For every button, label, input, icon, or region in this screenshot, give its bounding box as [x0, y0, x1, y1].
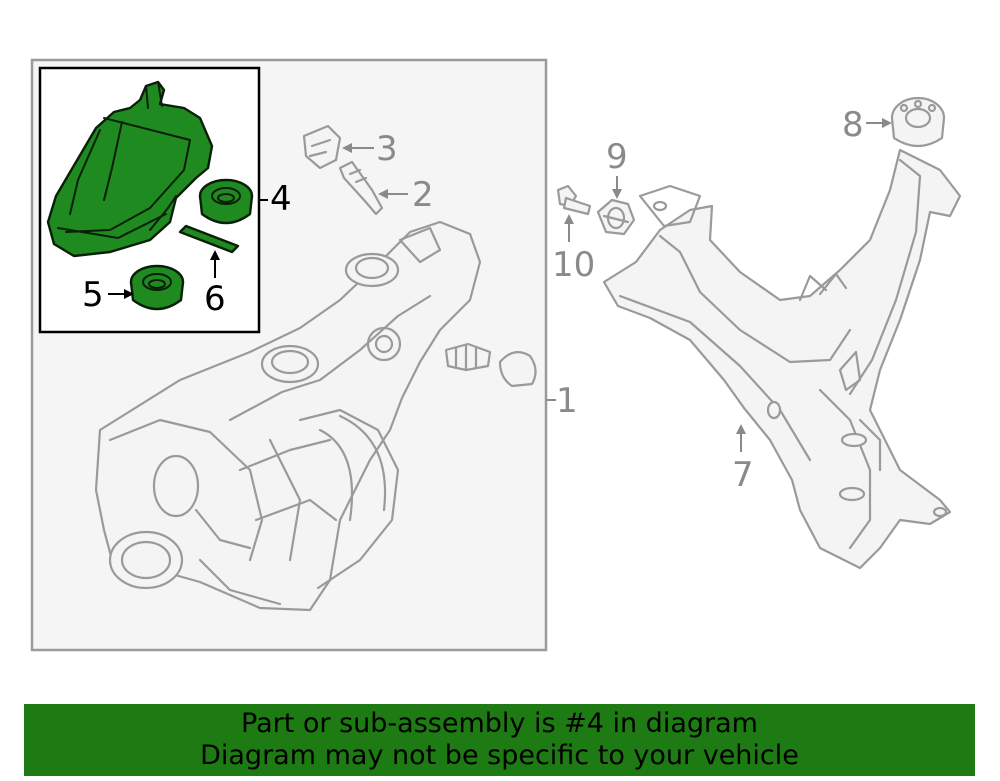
arrow-7: [736, 424, 746, 434]
bolt-part-10[interactable]: [556, 184, 592, 216]
fitting-part-3[interactable]: [302, 124, 342, 170]
arrow-5: [124, 289, 134, 299]
pin-part-6[interactable]: [178, 224, 240, 254]
arrow-9: [612, 189, 622, 199]
reservoir-part[interactable]: [46, 80, 214, 258]
nut-part-9[interactable]: [596, 198, 636, 236]
banner-line-1: Part or sub-assembly is #4 in diagram: [241, 708, 758, 739]
callout-10: 10: [552, 245, 595, 285]
valve-fitting-mid: [444, 342, 537, 388]
arrow-10: [564, 214, 574, 224]
callout-2: 2: [412, 175, 434, 215]
arrow-2: [378, 189, 388, 199]
callout-1: 1: [556, 381, 578, 421]
valve-part-2[interactable]: [338, 160, 384, 216]
grommet-part-4a[interactable]: [198, 178, 254, 225]
callout-8: 8: [842, 105, 864, 145]
steering-gear-housing: [94, 220, 482, 612]
banner-line-2: Diagram may not be specific to your vehi…: [200, 740, 799, 771]
callout-6: 6: [204, 279, 226, 319]
callout-9: 9: [606, 137, 628, 177]
callout-7: 7: [732, 455, 754, 495]
arrow-8: [882, 118, 892, 128]
callout-5: 5: [82, 275, 104, 315]
parts-diagram: 1 2 3 4 5 6 7 8 9 10: [30, 58, 962, 652]
arrow-6: [210, 250, 220, 260]
arrow-3: [342, 143, 352, 153]
callout-3: 3: [376, 129, 398, 169]
bracket-part-7[interactable]: [602, 148, 962, 570]
callout-4: 4: [270, 179, 292, 219]
bushing-part-8[interactable]: [890, 96, 946, 148]
grommet-part-5[interactable]: [129, 264, 185, 311]
info-banner: Part or sub-assembly is #4 in diagram Di…: [24, 704, 975, 776]
